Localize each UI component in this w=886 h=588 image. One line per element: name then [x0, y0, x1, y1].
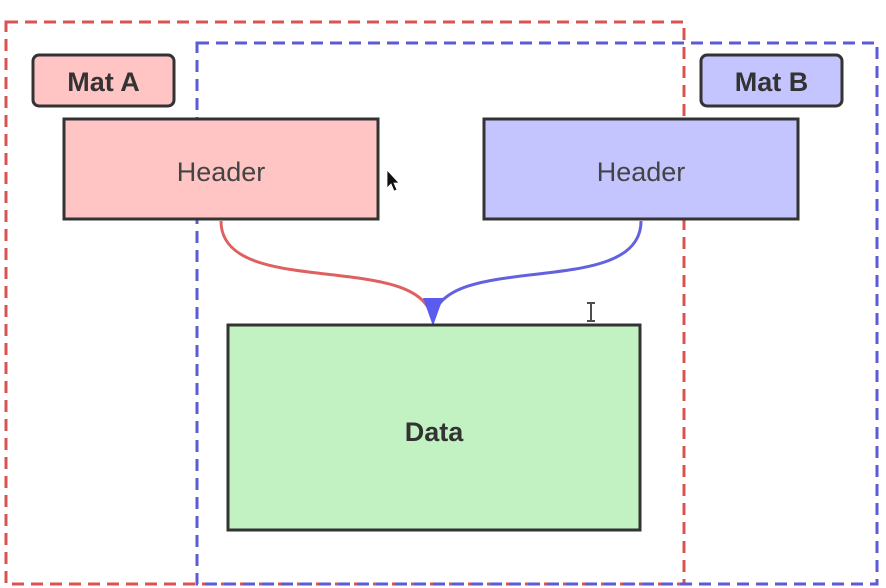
mat-b-tag-box [699, 53, 844, 108]
data-block-box [226, 323, 642, 532]
mat-b-tag: Mat B [699, 53, 844, 108]
text-cursor-icon [587, 302, 595, 322]
mat-a-tag: Mat A [31, 53, 176, 108]
mat-a-header: Header [62, 117, 380, 221]
mat-b-header-label: Header [597, 157, 686, 187]
mat-b-connector [431, 220, 643, 319]
arrow-cursor-icon [386, 168, 400, 192]
mat-b-label: Mat B [735, 67, 809, 97]
mat-a-label: Mat A [67, 67, 140, 97]
mat-b-region [195, 41, 879, 586]
data-block-label: Data [405, 417, 465, 447]
mat-a-header-box [62, 117, 380, 221]
mat-a-connector [219, 220, 434, 319]
arrowhead-icon [423, 298, 443, 326]
mat-b-header-box [482, 117, 800, 221]
mat-b-header: Header [482, 117, 800, 221]
mat-a-header-label: Header [177, 157, 266, 187]
mat-a-tag-box [31, 53, 176, 108]
data-block: Data [226, 323, 642, 532]
